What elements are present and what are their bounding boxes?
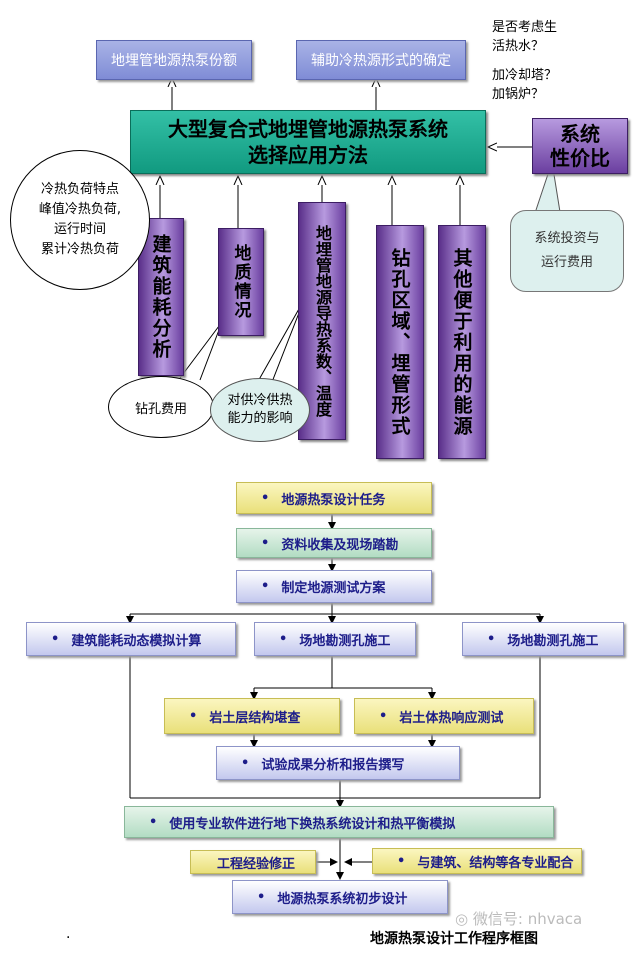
flow-step-coordination: • 与建筑、结构等各专业配合 (372, 848, 582, 874)
bullet: • (51, 631, 60, 647)
test-plan-label: 制定地源测试方案 (281, 581, 386, 596)
aux-source-label: 辅助冷热源形式的确定 (311, 53, 451, 69)
question-line-3: 加冷却塔？ (492, 68, 558, 83)
flow-step-energy-simulation: • 建筑能耗动态模拟计算 (26, 622, 236, 656)
bullet: • (279, 631, 288, 647)
geology-box: 地质情况 (218, 228, 264, 336)
impact-line-1: 对供冷供热 (227, 393, 293, 408)
site-survey-a-label: 场地勘测孔施工 (299, 633, 391, 649)
data-collection-label: 资料收集及现场踏勘 (281, 537, 399, 553)
bullet: • (261, 490, 270, 506)
drill-cost-bubble: 钻孔费用 (108, 376, 214, 438)
coordination-label: 与建筑、结构等各专业配合 (417, 855, 574, 871)
cost-performance-box: 系统 性价比 (532, 118, 628, 174)
supply-impact-bubble: 对供冷供热 能力的影响 (210, 378, 310, 442)
ground-params-label: 地埋管地源导热系数、温度 (313, 225, 332, 417)
bullet: • (261, 579, 270, 594)
drill-area-box: 钻孔区域、埋管形式 (376, 225, 424, 459)
flow-step-thermal-response: • 岩土体热响应测试 (354, 698, 534, 734)
main-title-line-2: 选择应用方法 (248, 143, 368, 167)
site-survey-b-label: 场地勘测孔施工 (507, 633, 599, 649)
rock-structure-label: 岩土层结构堪查 (209, 710, 301, 726)
other-energy-label: 其他便于利用的能源 (450, 247, 473, 437)
building-energy-label: 建筑能耗分析 (149, 234, 172, 360)
diagram-caption: 地源热泵设计工作程序框图 (370, 931, 538, 947)
bullet: • (257, 889, 266, 905)
investment-bubble: 系统投资与 运行费用 (510, 210, 624, 292)
report-label: 试验成果分析和报告撰写 (261, 757, 405, 773)
flow-step-design-task: • 地源热泵设计任务 (236, 482, 432, 514)
bullet: • (189, 708, 198, 724)
flow-step-preliminary-design: • 地源热泵系统初步设计 (232, 880, 448, 914)
software-design-label: 使用专业软件进行地下换热系统设计和热平衡模拟 (169, 816, 456, 832)
preliminary-design-label: 地源热泵系统初步设计 (277, 891, 408, 907)
design-task-label: 地源热泵设计任务 (281, 492, 386, 508)
load-line-1: 冷热负荷特点 (40, 182, 119, 197)
geology-label: 地质情况 (230, 244, 251, 320)
flow-step-experience-correction: 工程经验修正 (190, 850, 316, 874)
flow-step-software-design: • 使用专业软件进行地下换热系统设计和热平衡模拟 (124, 806, 554, 838)
drill-area-label: 钻孔区域、埋管形式 (388, 247, 411, 437)
flow-step-rock-structure: • 岩土层结构堪查 (164, 698, 340, 734)
question-line-1: 是否考虑生 (492, 20, 558, 35)
load-line-4: 累计冷热负荷 (40, 242, 119, 257)
load-line-2: 峰值冷热负荷, (38, 202, 122, 217)
flow-step-site-survey-a: • 场地勘测孔施工 (254, 622, 416, 656)
bullet: • (397, 853, 406, 869)
bullet: • (241, 755, 250, 771)
main-title-line-1: 大型复合式地埋管地源热泵系统 (168, 117, 448, 141)
building-energy-box: 建筑能耗分析 (138, 218, 184, 376)
flow-step-data-collection: • 资料收集及现场踏勘 (236, 528, 432, 558)
bullet: • (379, 708, 388, 724)
bullet: • (487, 631, 496, 647)
wechat-icon: ◎ (455, 910, 469, 928)
main-method-box: 大型复合式地埋管地源热泵系统 选择应用方法 (130, 110, 486, 174)
watermark-text: 微信号: nhvaca (472, 910, 583, 928)
question-line-4: 加锅炉？ (492, 87, 545, 102)
impact-line-2: 能力的影响 (227, 411, 293, 426)
bullet: • (261, 535, 270, 551)
load-line-3: 运行时间 (53, 222, 106, 237)
other-energy-box: 其他便于利用的能源 (438, 225, 486, 459)
flow-step-site-survey-b: • 场地勘测孔施工 (462, 622, 624, 656)
heat-pump-share-label: 地埋管地源热泵份额 (111, 53, 237, 69)
watermark: ◎ 微信号: nhvaca (455, 908, 582, 929)
footnote-dot: . (66, 926, 71, 942)
energy-simulation-label: 建筑能耗动态模拟计算 (71, 633, 202, 649)
question-line-2: 活热水？ (492, 39, 545, 54)
heat-pump-share-box: 地埋管地源热泵份额 (96, 40, 252, 80)
cost-performance-line-2: 性价比 (550, 146, 610, 170)
experience-correction-label: 工程经验修正 (217, 856, 296, 872)
aux-source-box: 辅助冷热源形式的确定 (296, 40, 466, 80)
bullet: • (149, 814, 158, 830)
cost-performance-line-1: 系统 (560, 122, 600, 146)
flow-step-report: • 试验成果分析和报告撰写 (216, 746, 460, 780)
top-right-questions: 是否考虑生 活热水？ 加冷却塔？ 加锅炉？ (492, 18, 632, 104)
invest-line-1: 系统投资与 (534, 231, 600, 246)
drill-cost-label: 钻孔费用 (134, 401, 187, 417)
thermal-response-label: 岩土体热响应测试 (399, 710, 504, 726)
invest-line-2: 运行费用 (540, 255, 593, 270)
load-characteristics-bubble: 冷热负荷特点 峰值冷热负荷, 运行时间 累计冷热负荷 (10, 150, 150, 290)
flow-step-test-plan: • 制定地源测试方案 (236, 570, 432, 603)
